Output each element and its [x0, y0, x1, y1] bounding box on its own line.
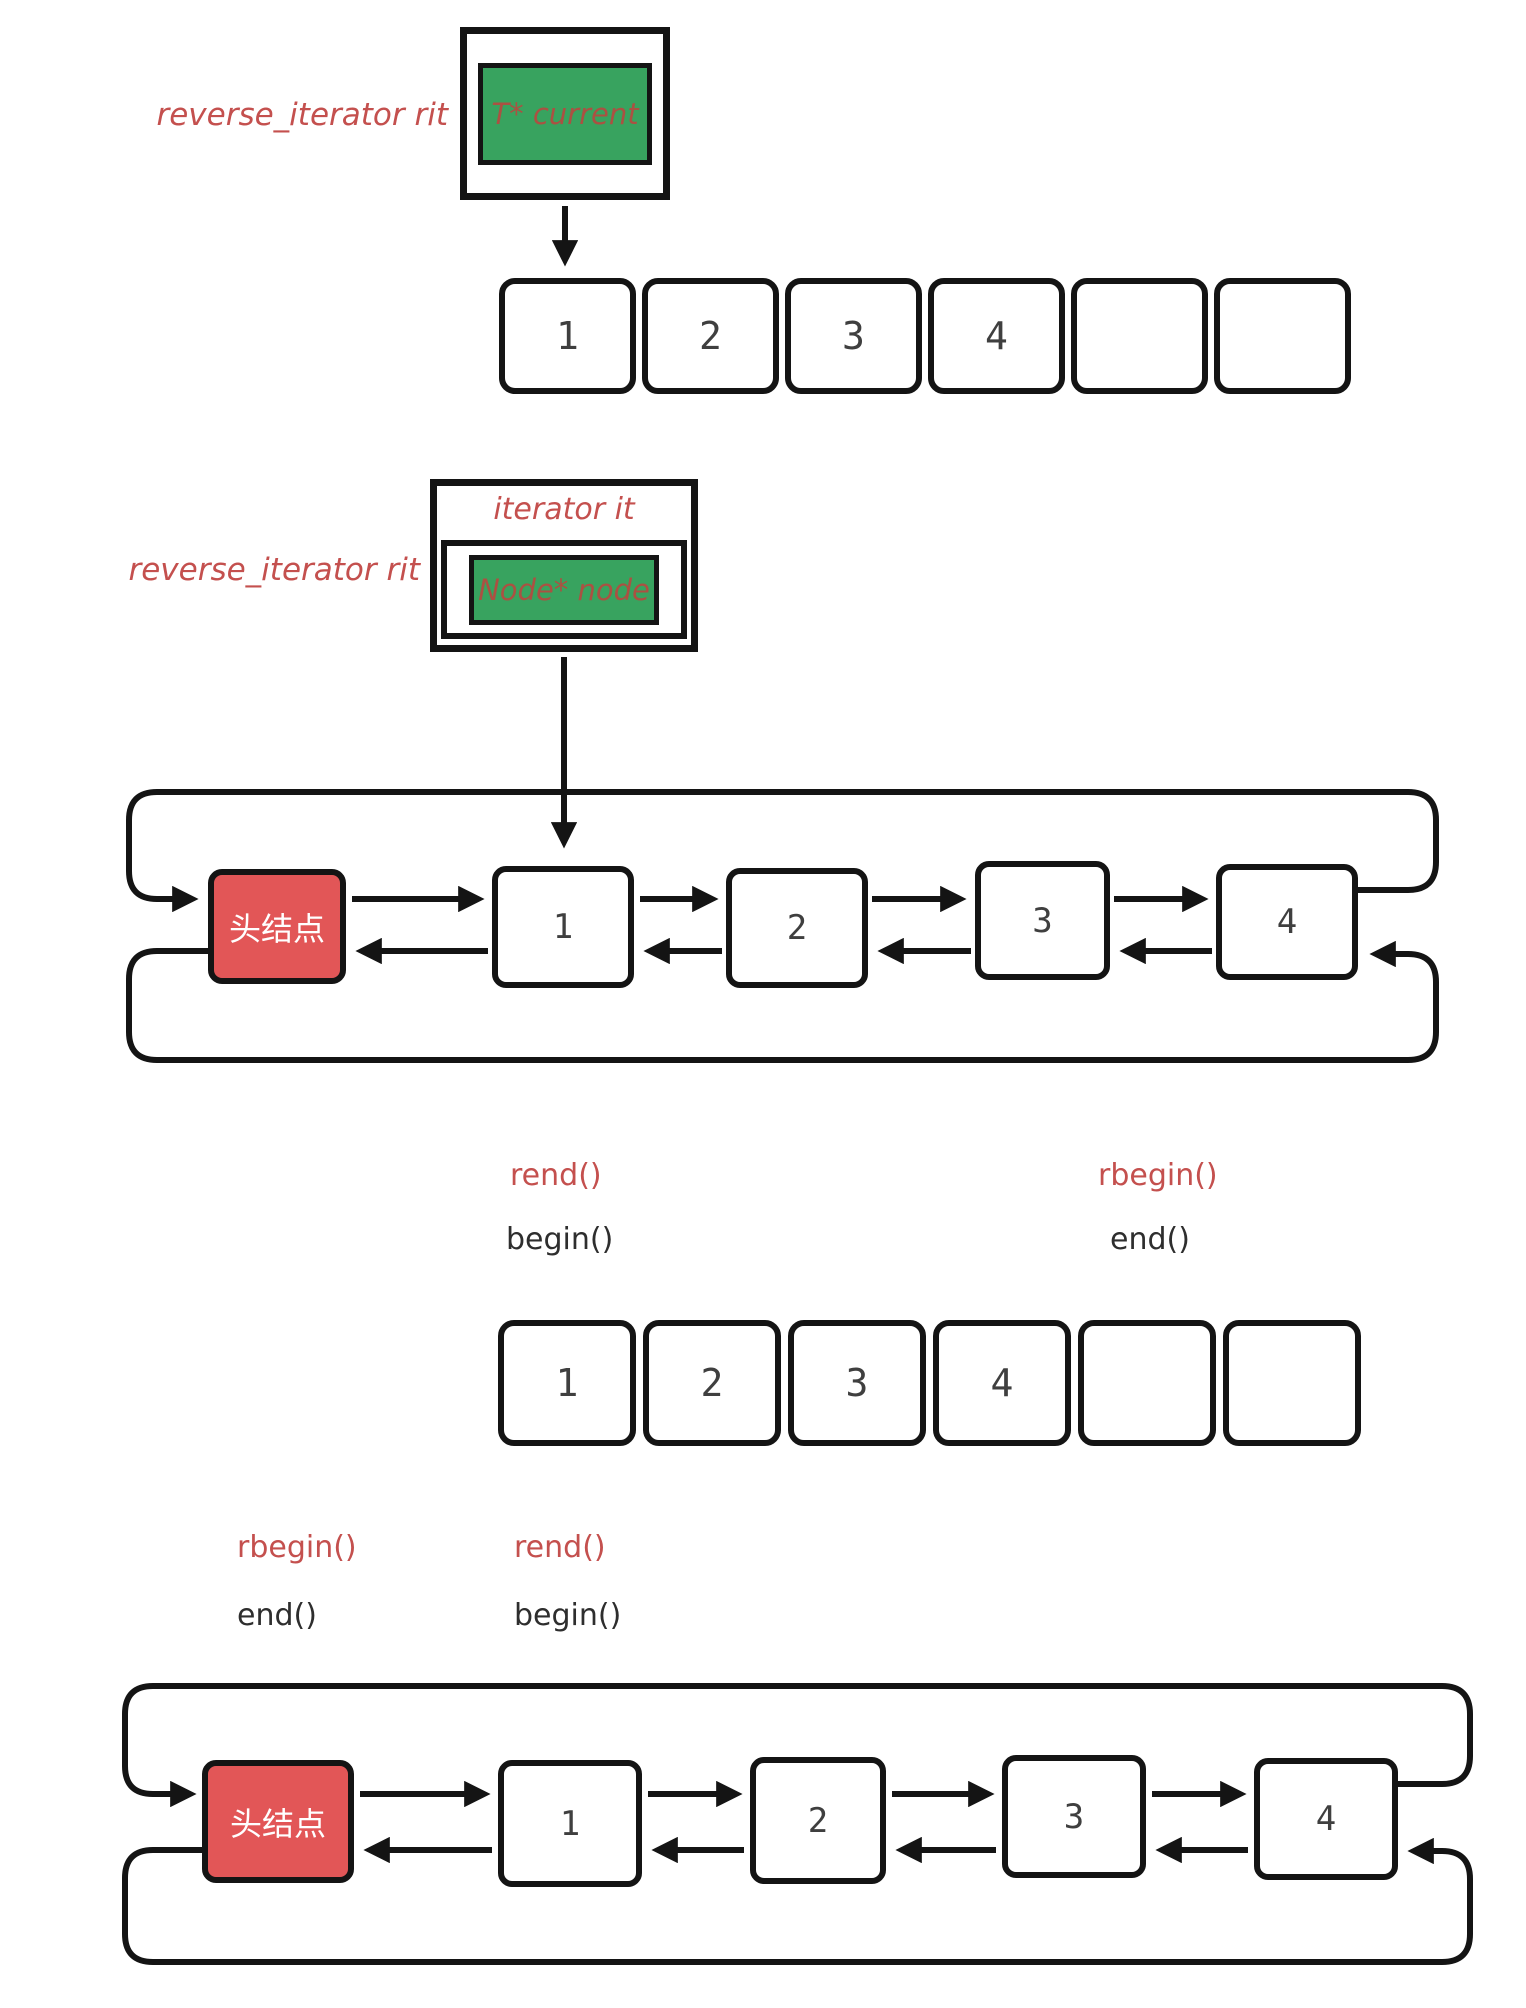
array-cell: 1	[499, 278, 636, 394]
list-node: 4	[1254, 1758, 1398, 1880]
array-cell: 4	[933, 1320, 1071, 1446]
array-cell-empty	[1078, 1320, 1216, 1446]
label-reverse-iterator-rit-vector: reverse_iterator rit	[156, 97, 448, 133]
array-cell: 2	[642, 278, 779, 394]
label-end-vector: end()	[1110, 1222, 1190, 1257]
list-node: 2	[750, 1757, 886, 1884]
array-cell-empty	[1071, 278, 1208, 394]
label-rbegin-list: rbegin()	[237, 1530, 357, 1565]
label-iterator-it: iterator it	[493, 492, 635, 527]
reverse-iterator-vector-box: T* current	[460, 27, 670, 200]
array-cell: 1	[498, 1320, 636, 1446]
member-node-star-node: Node* node	[469, 554, 659, 625]
list-node: 3	[975, 861, 1110, 980]
label-reverse-iterator-rit-list: reverse_iterator rit	[128, 552, 420, 588]
label-rend-vector: rend()	[510, 1158, 602, 1193]
label-begin-vector: begin()	[506, 1222, 614, 1257]
array-cell: 2	[643, 1320, 781, 1446]
array-cell: 4	[928, 278, 1065, 394]
label-begin-list: begin()	[514, 1598, 622, 1633]
reverse-iterator-list-box: iterator it Node* node	[430, 479, 698, 652]
label-rbegin-vector: rbegin()	[1098, 1158, 1218, 1193]
label-end-list: end()	[237, 1598, 317, 1633]
list-node: 2	[726, 868, 868, 988]
array-cell: 3	[788, 1320, 926, 1446]
iterator-inner-box: Node* node	[441, 540, 687, 639]
list-node: 4	[1216, 864, 1358, 980]
array-cell: 3	[785, 278, 922, 394]
list-head-node: 头结点	[202, 1760, 354, 1883]
list-node: 1	[498, 1760, 642, 1887]
list-node: 3	[1002, 1755, 1146, 1878]
member-t-star-current: T* current	[478, 62, 652, 165]
label-rend-list: rend()	[514, 1530, 606, 1565]
list-head-node: 头结点	[208, 869, 346, 984]
list-node: 1	[492, 866, 634, 988]
array-cell-empty	[1223, 1320, 1361, 1446]
array-cell-empty	[1214, 278, 1351, 394]
